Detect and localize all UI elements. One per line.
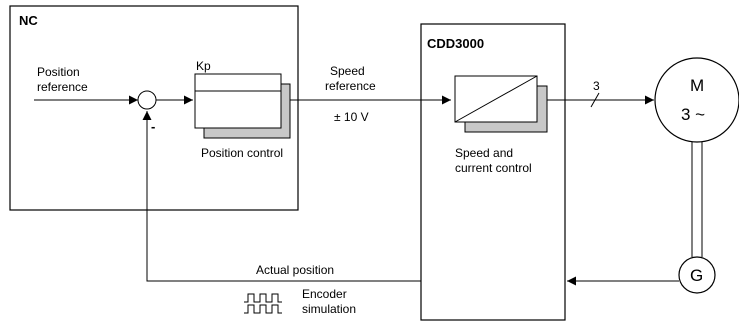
actual-position-label: Actual position: [256, 263, 334, 277]
summing-junction: [137, 90, 157, 110]
motor-phases: 3 ~: [681, 105, 705, 124]
pulse-train-icon: [244, 293, 282, 314]
speed-current-caption-1: Speed and: [455, 146, 513, 160]
minus-sign: -: [151, 119, 155, 134]
cdd3000-block: [420, 23, 566, 321]
cdd3000-title: CDD3000: [427, 36, 484, 51]
speed-reference-range: ± 10 V: [334, 110, 369, 124]
position-reference-label-2: reference: [37, 80, 88, 94]
kp-label: Kp: [196, 59, 211, 73]
motor-letter: M: [690, 76, 704, 95]
position-control-caption: Position control: [201, 146, 283, 160]
phase-slash: [590, 92, 600, 108]
speed-reference-label-1: Speed: [330, 64, 365, 78]
position-reference-label-1: Position: [37, 65, 80, 79]
motor-symbol: [654, 57, 739, 143]
speed-reference-label-2: reference: [325, 79, 376, 93]
encoder-symbol: [678, 256, 716, 294]
nc-title: NC: [19, 13, 38, 28]
nc-block: [9, 5, 299, 211]
encoder-simulation-label-2: simulation: [302, 302, 356, 316]
actual-position-feedback-arrow: [142, 111, 421, 282]
speed-block-diagonal: [454, 75, 538, 123]
encoder-letter: G: [690, 266, 703, 285]
phase-count: 3: [593, 79, 600, 93]
kp-block: [194, 73, 282, 129]
speed-current-caption-2: current control: [455, 161, 532, 175]
encoder-simulation-label-1: Encoder: [302, 287, 347, 301]
